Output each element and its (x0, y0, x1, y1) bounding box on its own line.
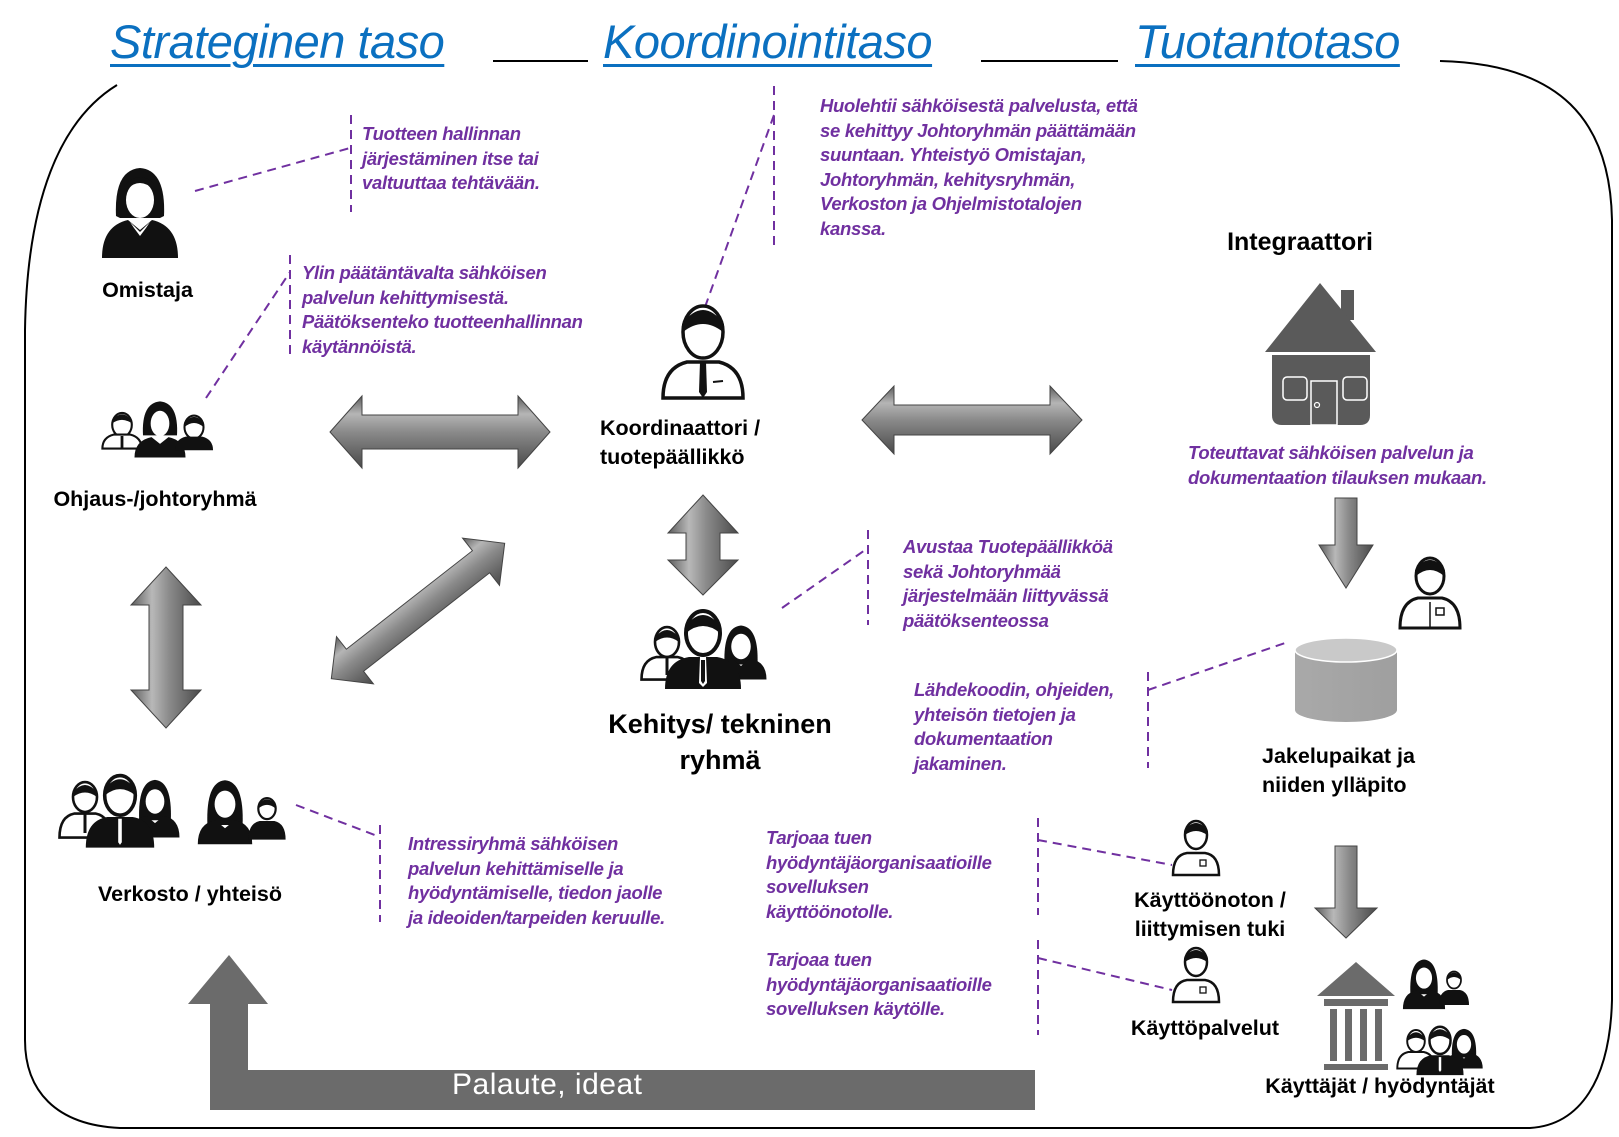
connector-steering (205, 271, 291, 399)
note-integrator: Toteuttavat sähköisen palvelun ja dokume… (1188, 442, 1487, 488)
people-icons (58, 168, 1483, 1076)
label-deployment-support: Käyttöönoton / liittymisen tuki (1134, 888, 1286, 941)
note-network: Intressiryhmä sähköisen palvelun kehittä… (408, 833, 665, 928)
connector-dev (781, 547, 869, 609)
dev-team-icon (640, 609, 767, 689)
note-distribution: Lähdekoodin, ohjeiden, yhteisön tietojen… (914, 679, 1114, 774)
note-owner: Tuotteen hallinnan järjestäminen itse ta… (362, 123, 540, 193)
owner-female-icon (102, 168, 178, 258)
feedback-arrow (188, 955, 1035, 1110)
level-title-strategic: Strateginen taso (110, 15, 445, 68)
connector-deployment (1037, 839, 1173, 866)
label-coordinator: Koordinaattori / tuotepäällikkö (600, 416, 761, 469)
users-group-bottom-icon (1396, 1025, 1483, 1076)
down-arrow-integrator-distribution (1318, 497, 1374, 589)
note-deployment-support: Tarjoaa tuen hyödyntäjäorganisaatioille … (766, 827, 992, 922)
deployment-support-icon (1171, 819, 1221, 877)
label-steering-group: Ohjaus-/johtoryhmä (53, 487, 257, 511)
label-owner: Omistaja (102, 278, 193, 302)
database-icon (1294, 637, 1398, 722)
level-title-production: Tuotantotaso (1135, 15, 1400, 68)
label-users: Käyttäjät / hyödyntäjät (1265, 1074, 1495, 1098)
feedback-label: Palaute, ideat (452, 1068, 643, 1101)
label-distribution: Jakelupaikat ja niiden ylläpito (1262, 744, 1415, 797)
connector-owner (194, 147, 351, 192)
note-operations: Tarjoaa tuen hyödyntäjäorganisaatioille … (766, 949, 992, 1019)
connector-network (295, 804, 381, 838)
institution-icon (1317, 962, 1395, 1070)
connector-coordinator (704, 114, 775, 308)
note-coordinator: Huolehtii sähköisestä palvelusta, että s… (820, 95, 1138, 239)
diagonal-double-arrow (330, 537, 506, 685)
note-dev-team: Avustaa Tuotepäällikköä sekä Johtoryhmää… (903, 536, 1113, 631)
double-arrow-coordinator-dev (666, 494, 740, 596)
steering-group-icon (101, 401, 214, 458)
label-dev-team: Kehitys/ tekninen ryhmä (608, 709, 832, 775)
note-steering-group: Ylin päätäntävalta sähköisen palvelun ke… (302, 262, 583, 357)
connector-lines (194, 86, 1289, 1035)
double-arrow-steering-network (129, 566, 203, 729)
outer-frame (24, 60, 1613, 1129)
network-icon (58, 773, 286, 848)
double-arrow-coordinator-integrator (861, 384, 1083, 456)
label-network: Verkosto / yhteisö (97, 882, 282, 906)
label-operations: Käyttöpalvelut (1130, 1016, 1280, 1040)
down-arrow-distribution-users (1313, 845, 1379, 939)
users-group-top-icon (1402, 959, 1469, 1010)
label-integrator: Integraattori (1227, 228, 1373, 256)
operations-icon (1171, 946, 1221, 1004)
coordinator-icon (661, 304, 745, 400)
house-icon (1265, 283, 1376, 426)
connector-operations (1037, 957, 1173, 991)
maintainer-icon (1398, 556, 1462, 630)
level-title-coordination: Koordinointitaso (603, 15, 933, 68)
double-arrow-steering-coordinator (329, 394, 551, 470)
connector-distribution (1147, 641, 1289, 691)
